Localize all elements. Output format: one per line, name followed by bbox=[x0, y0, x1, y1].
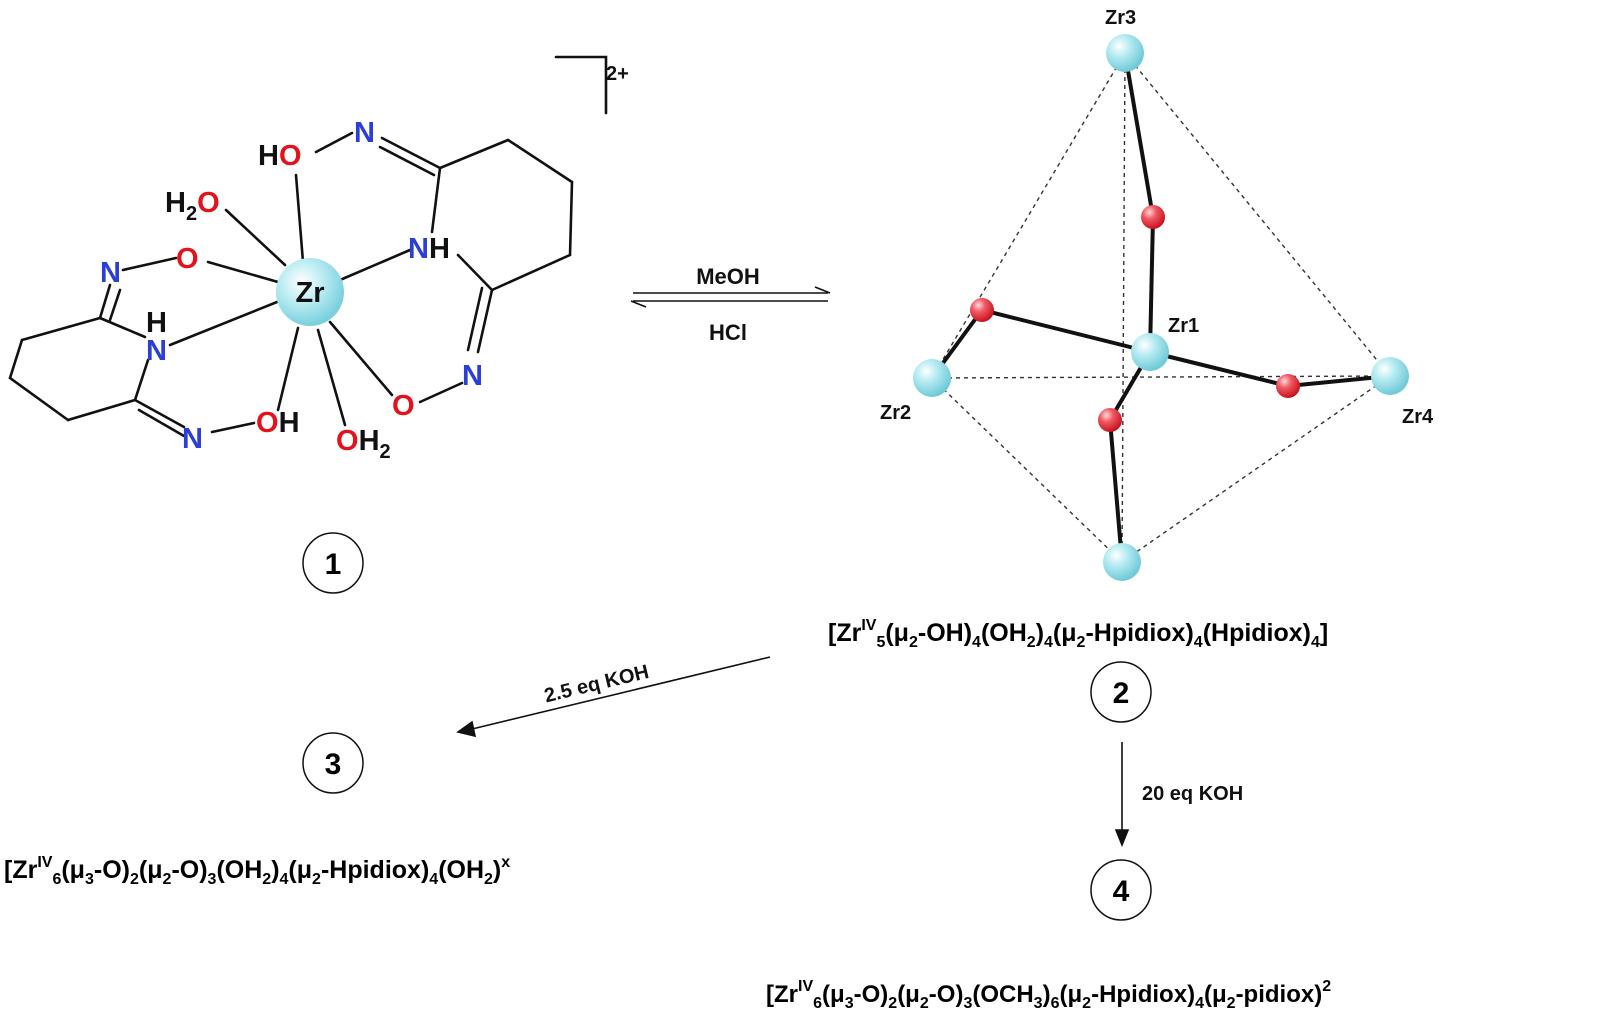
bond bbox=[378, 145, 436, 177]
svg-text:3: 3 bbox=[325, 748, 342, 781]
nitrogen-top-label: N bbox=[354, 117, 375, 149]
zr3-label: Zr3 bbox=[1105, 7, 1136, 29]
formula-compound-2: [ZrIV5(μ2-OH)4(OH2)4(μ2-Hpidiox)4(Hpidio… bbox=[828, 617, 1329, 651]
forward-condition: MeOH bbox=[696, 264, 760, 289]
bond bbox=[121, 256, 178, 272]
bond bbox=[316, 328, 347, 427]
svg-text:2: 2 bbox=[1113, 677, 1130, 710]
zr1-label: Zr1 bbox=[1168, 315, 1199, 337]
bond bbox=[438, 138, 510, 170]
bond bbox=[466, 286, 484, 352]
zr2-atom bbox=[913, 359, 951, 397]
bond bbox=[276, 326, 300, 412]
bond bbox=[568, 180, 574, 257]
oxygen-atom bbox=[1098, 408, 1122, 432]
tetrahedron-frame bbox=[931, 52, 1391, 563]
bond bbox=[168, 300, 279, 347]
zr4-atom bbox=[1371, 357, 1409, 395]
zr4-label: Zr4 bbox=[1402, 406, 1434, 428]
arrow-2-to-4 bbox=[1114, 742, 1130, 848]
reagent-2-to-3: 2.5 eq KOH bbox=[542, 661, 651, 707]
bond bbox=[430, 166, 442, 234]
compound-3-badge: 3 bbox=[302, 732, 364, 794]
reagent-2-to-4: 20 eq KOH bbox=[1142, 783, 1243, 805]
bond bbox=[294, 173, 305, 264]
bond bbox=[206, 260, 280, 284]
bond bbox=[490, 253, 572, 292]
compound-1-badge: 1 bbox=[302, 532, 364, 594]
water-left-label: H2O bbox=[165, 187, 220, 225]
zr1-atom bbox=[1131, 333, 1169, 371]
oxygen-atom bbox=[1141, 205, 1165, 229]
reverse-arrowhead bbox=[630, 300, 647, 308]
bond bbox=[133, 358, 150, 402]
bond bbox=[314, 131, 354, 154]
bond bbox=[338, 248, 412, 282]
nitrogen-right-label: N bbox=[462, 360, 483, 392]
nh-right-label: NH bbox=[408, 233, 450, 265]
zr2-label: Zr2 bbox=[880, 402, 911, 424]
bond bbox=[98, 283, 112, 320]
zr3-atom bbox=[1106, 34, 1144, 72]
compound-2-badge: 2 bbox=[1090, 661, 1152, 723]
bond bbox=[418, 381, 464, 404]
bond bbox=[506, 138, 574, 184]
compound-4-badge: 4 bbox=[1090, 859, 1152, 921]
bond bbox=[20, 316, 102, 342]
formula-compound-3: [ZrIV6(μ3-O)2(μ2-O)3(OH2)4(μ2-Hpidiox)4(… bbox=[4, 854, 511, 888]
hydroxyl-top-label: HO bbox=[258, 140, 302, 172]
bond bbox=[98, 316, 147, 339]
charge-bracket bbox=[554, 55, 608, 115]
nh-left-n-label: N bbox=[146, 335, 167, 367]
oxygen-right-label: O bbox=[392, 390, 415, 422]
bond bbox=[210, 421, 256, 434]
arrow-2-to-3 bbox=[456, 656, 771, 738]
charge-label: 2+ bbox=[606, 63, 629, 85]
bond bbox=[108, 288, 122, 322]
bond bbox=[137, 408, 186, 438]
cluster-bonds bbox=[930, 51, 1392, 564]
bond bbox=[380, 136, 442, 170]
equilibrium-arrows bbox=[630, 286, 831, 308]
zr5-atom bbox=[1103, 543, 1141, 581]
nh-left-h-label: H bbox=[146, 307, 167, 339]
bond bbox=[8, 376, 70, 422]
bond bbox=[456, 253, 494, 292]
zirconium-atom bbox=[276, 258, 344, 326]
formula-compound-4: [ZrIV6(μ3-O)2(μ2-O)3(OCH3)6(μ2-Hpidiox)4… bbox=[766, 978, 1332, 1012]
forward-arrowhead bbox=[814, 286, 831, 294]
zr-label: Zr bbox=[296, 277, 325, 309]
reverse-condition: HCl bbox=[709, 320, 747, 345]
oxygen-atom bbox=[1276, 374, 1300, 398]
svg-text:4: 4 bbox=[1113, 875, 1130, 908]
bond bbox=[66, 398, 137, 422]
bond bbox=[476, 288, 494, 354]
bond bbox=[224, 208, 287, 267]
bond bbox=[8, 338, 24, 380]
oxygen-left-label: O bbox=[176, 243, 199, 275]
bond bbox=[328, 320, 394, 397]
svg-text:1: 1 bbox=[325, 548, 342, 581]
nitrogen-bottom-label: N bbox=[182, 423, 203, 455]
water-bottom-label: OH2 bbox=[336, 425, 391, 463]
hydroxyl-bottom-label: OH bbox=[256, 407, 300, 439]
bond bbox=[133, 398, 186, 429]
complex-1 bbox=[8, 55, 608, 438]
oxygen-atom bbox=[970, 298, 994, 322]
nitrogen-left-label: N bbox=[100, 257, 121, 289]
